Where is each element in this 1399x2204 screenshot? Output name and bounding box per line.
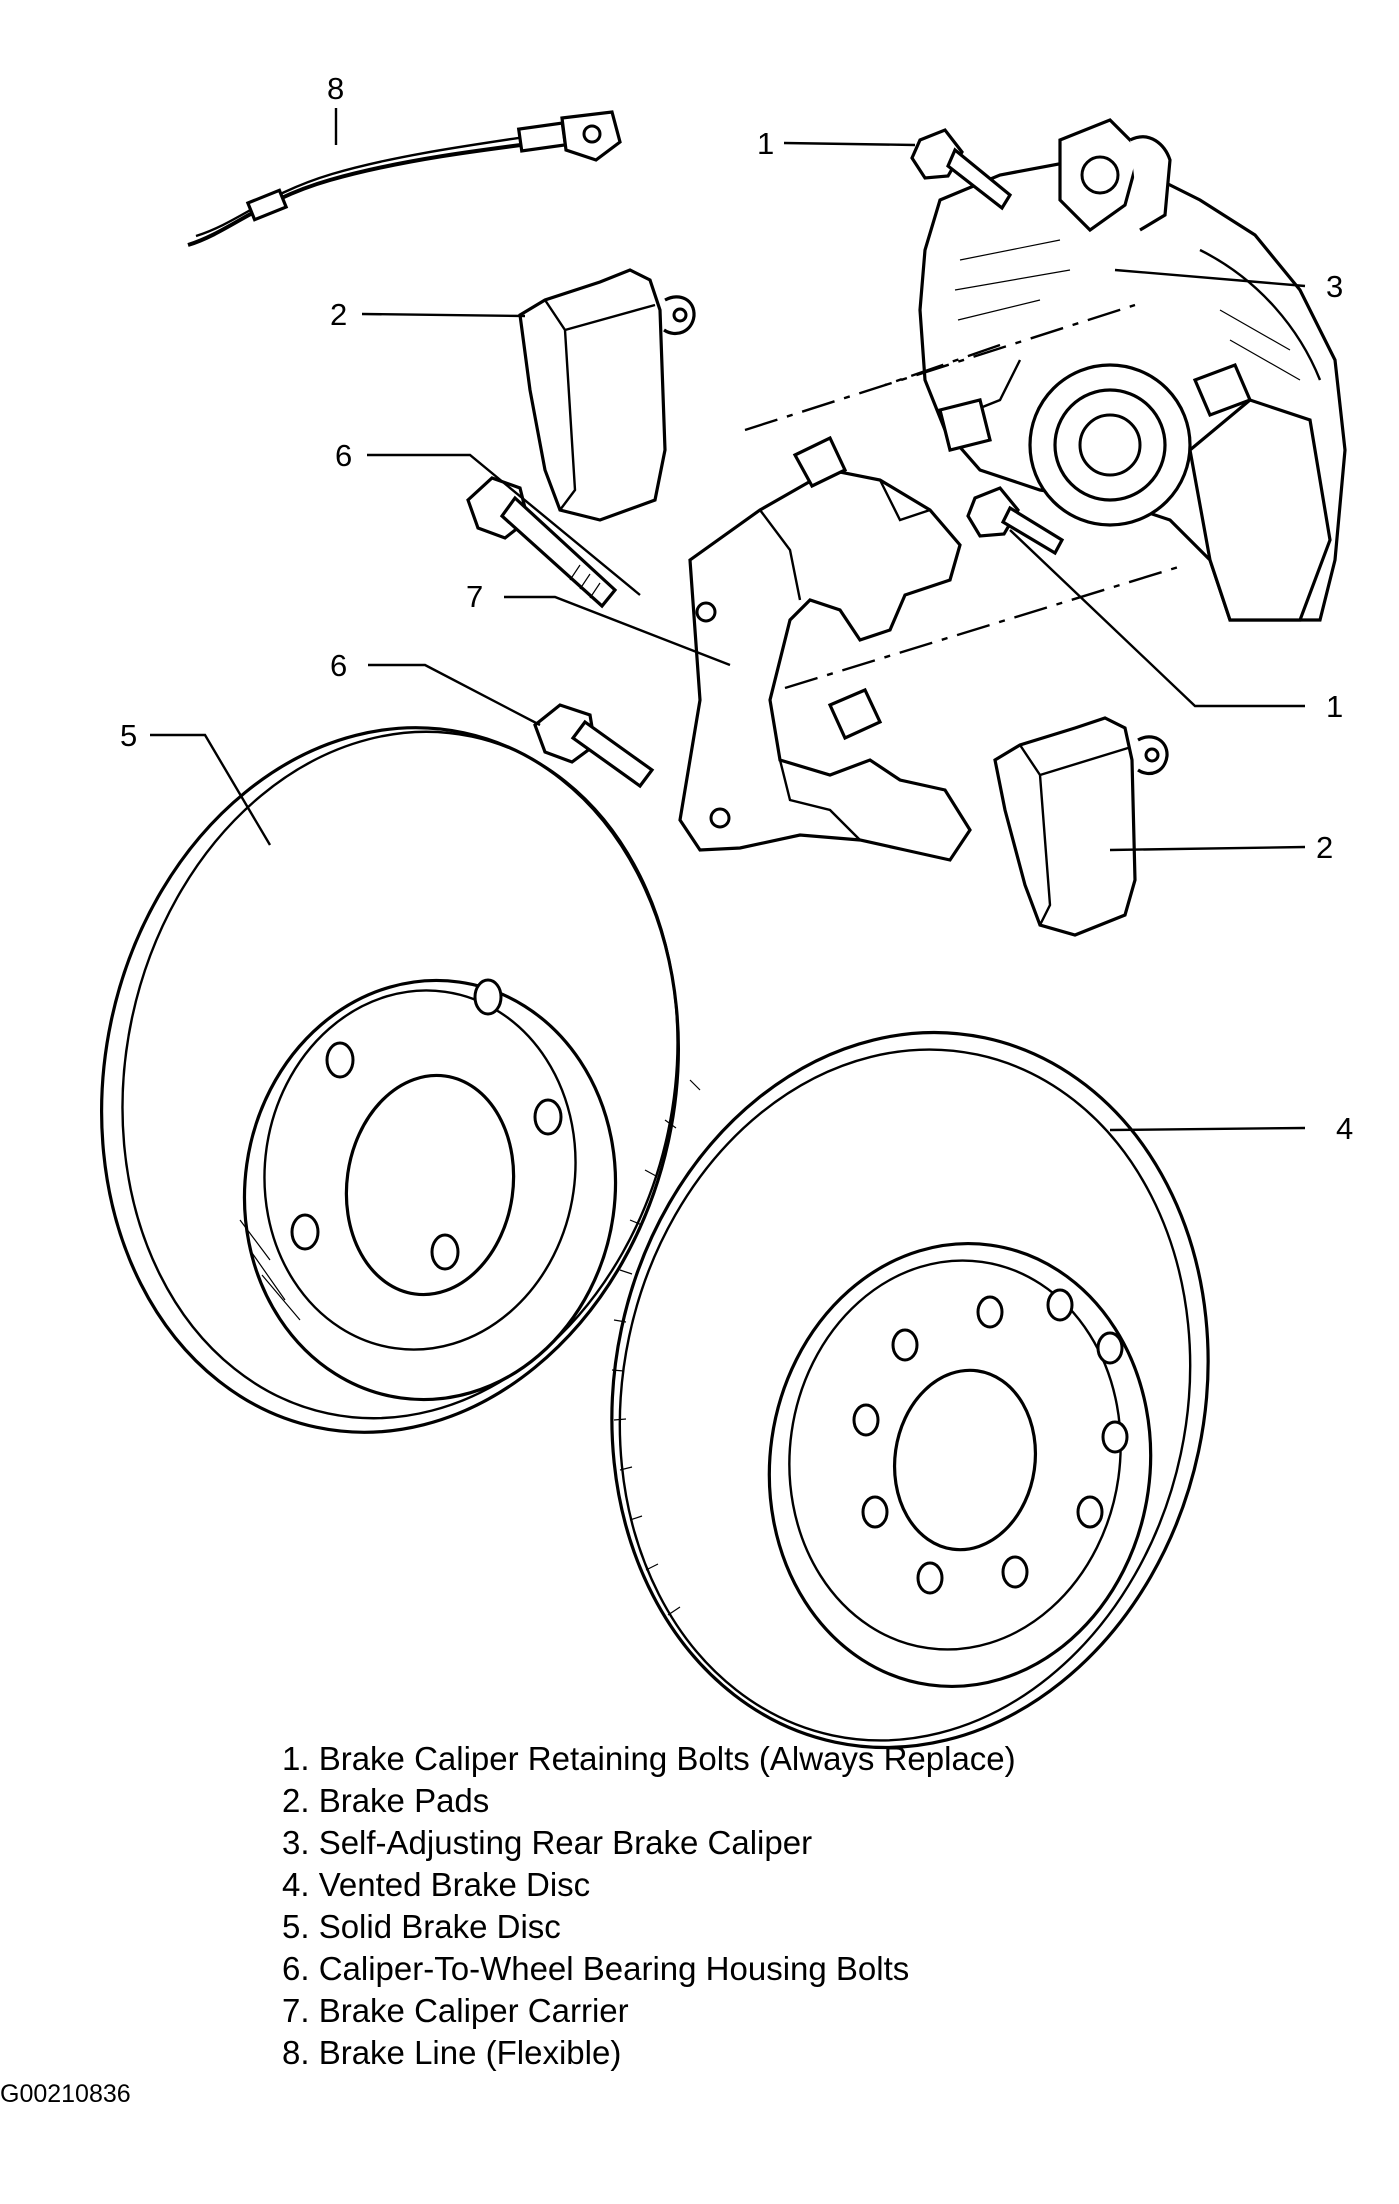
caliper-retaining-bolt-upper [910,128,1013,211]
callout-6-lower: 6 [330,648,347,683]
legend-item: 3. Self-Adjusting Rear Brake Caliper [282,1824,813,1861]
callout-7: 7 [466,579,483,614]
brake-line-flexible [187,110,622,247]
callout-8: 8 [327,71,344,106]
solid-brake-disc [100,726,680,1434]
figure-id: G00210836 [0,2080,131,2108]
parts-legend: 1. Brake Caliper Retaining Bolts (Always… [282,1738,1342,2074]
callout-1-upper: 1 [757,126,774,161]
legend-item: 6. Caliper-To-Wheel Bearing Housing Bolt… [282,1950,910,1987]
alignment-lines [744,303,1186,690]
callout-3: 3 [1326,269,1343,304]
caliper-retaining-bolt-lower [966,486,1065,556]
legend-item: 7. Brake Caliper Carrier [282,1992,629,2029]
legend-item: 4. Vented Brake Disc [282,1866,591,1903]
callout-5: 5 [120,718,137,753]
legend-item: 2. Brake Pads [282,1782,490,1819]
callout-6-upper: 6 [335,438,352,473]
brake-pad-lower [993,716,1169,937]
legend-item: 5. Solid Brake Disc [282,1908,561,1945]
caliper-to-wheel-bearing-housing-bolt-upper [466,476,618,609]
callout-4: 4 [1336,1111,1353,1146]
self-adjusting-rear-brake-caliper [918,118,1347,622]
callout-numbers: 8 1 3 2 6 7 6 1 5 2 4 [120,71,1353,1146]
legend-item: 8. Brake Line (Flexible) [282,2034,622,2071]
brake-pad-upper [518,268,696,522]
brake-caliper-carrier [678,435,972,862]
legend-item: 1. Brake Caliper Retaining Bolts (Always… [282,1740,1016,1777]
callout-2-upper: 2 [330,297,347,332]
callout-1-lower: 1 [1326,689,1343,724]
caliper-to-wheel-bearing-housing-bolt-lower [533,703,655,789]
leader-lines [150,108,1306,1132]
vented-brake-disc [610,1030,1210,1750]
brake-assembly-diagram: 8 1 3 2 6 7 6 1 5 2 4 [100,71,1353,1750]
callout-2-lower: 2 [1316,830,1333,865]
